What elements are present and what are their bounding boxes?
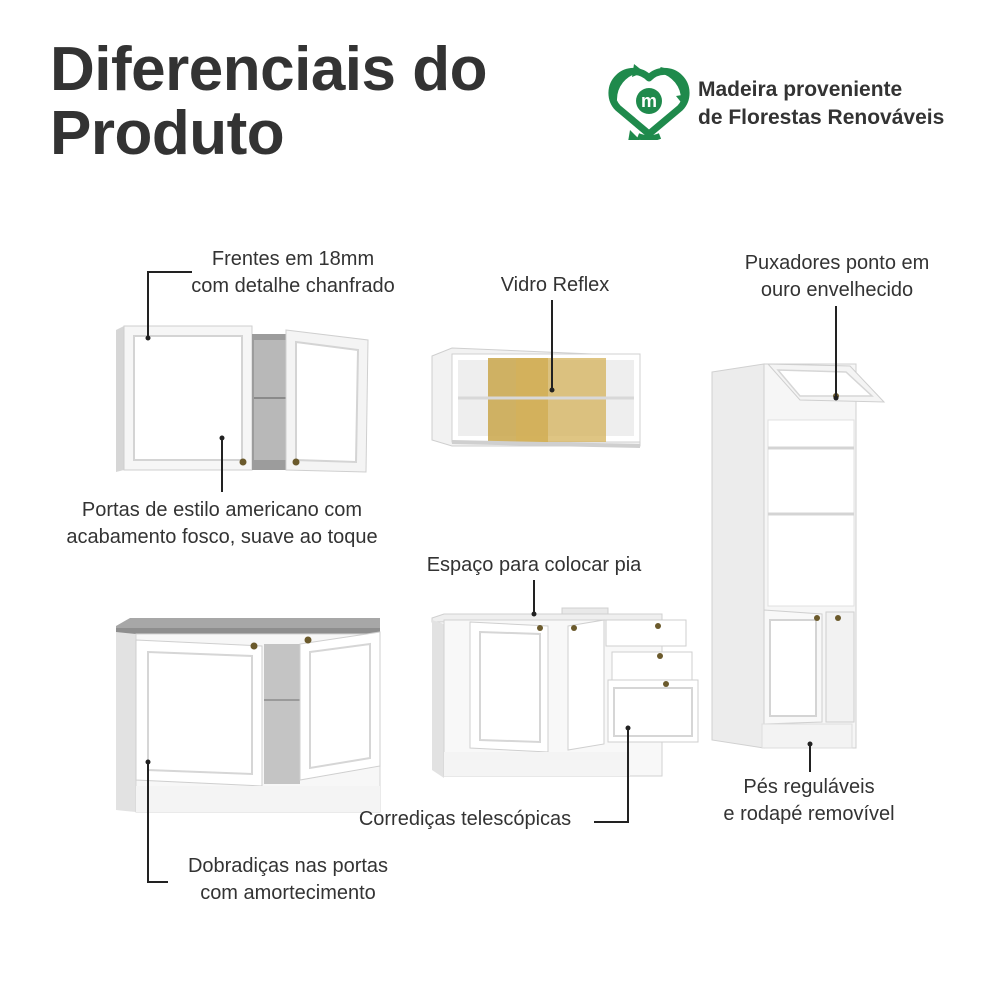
feature-doors: Portas de estilo americano com acabament…	[40, 497, 404, 551]
svg-text:m: m	[641, 91, 657, 111]
badge-text-line2: de Florestas Renováveis	[698, 106, 945, 129]
feature-hinges-line2: com amortecimento	[200, 882, 376, 904]
recycle-m-icon: m	[608, 64, 690, 140]
feature-doors-line1: Portas de estilo americano com	[81, 499, 363, 521]
feature-fronts-line1: Frentes em 18mm	[211, 248, 375, 270]
base-cabinet-left	[116, 618, 381, 813]
badge-text: Madeira proveniente de Florestas Renováv…	[698, 76, 944, 132]
feature-handles-line2: ouro envelhecido	[760, 279, 914, 301]
feature-sink-line1: Espaço para colocar pia	[426, 554, 642, 576]
feature-glass-line1: Vidro Reflex	[500, 274, 610, 296]
feature-fronts-line2: com detalhe chanfrado	[191, 275, 395, 297]
glass-wall-cabinet	[431, 347, 641, 448]
feature-sink: Espaço para colocar pia	[404, 552, 664, 579]
feature-hinges-line1: Dobradiças nas portas	[187, 855, 389, 877]
feature-hinges: Dobradiças nas portas com amortecimento	[170, 853, 406, 907]
callout-dots	[145, 335, 839, 765]
sink-cabinet	[431, 607, 699, 778]
feature-glass: Vidro Reflex	[480, 272, 630, 299]
feature-handles-line1: Puxadores ponto em	[744, 252, 930, 274]
feature-feet: Pés reguláveis e rodapé removível	[702, 774, 916, 828]
tall-cabinet	[711, 363, 886, 749]
feature-feet-line2: e rodapé removível	[723, 803, 895, 825]
page-title: Diferenciais do Produto	[50, 38, 570, 166]
page-title-line2: Produto	[50, 99, 285, 168]
badge-text-line1: Madeira proveniente	[698, 78, 903, 101]
upper-cabinet-left	[116, 325, 369, 473]
feature-handles: Puxadores ponto em ouro envelhecido	[722, 250, 952, 304]
callout-lines	[147, 271, 837, 883]
feature-slides: Corrediças telescópicas	[338, 806, 592, 833]
feature-feet-line1: Pés reguláveis	[743, 776, 875, 798]
page-title-line1: Diferenciais do	[50, 35, 487, 104]
feature-doors-line2: acabamento fosco, suave ao toque	[66, 526, 378, 548]
feature-fronts: Frentes em 18mm com detalhe chanfrado	[170, 246, 416, 300]
sustainability-badge: m Madeira proveniente de Florestas Renov…	[608, 62, 988, 142]
feature-slides-line1: Corrediças telescópicas	[358, 808, 572, 830]
